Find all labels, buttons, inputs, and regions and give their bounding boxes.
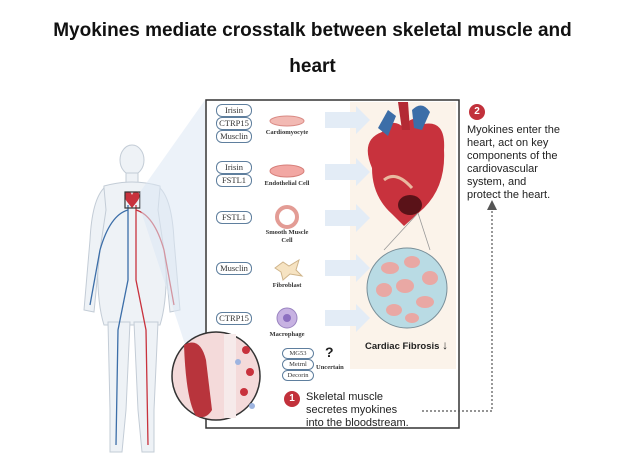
myokine-metrnl: Metrnl: [282, 359, 314, 370]
myokine-ctrp15-cardiomyocyte: CTRP15: [216, 117, 252, 130]
cell-label-endothelial: Endothelial Cell: [264, 180, 310, 187]
step-1-text: Skeletal muscle secretes myokines into t…: [306, 391, 409, 430]
cell-label-smooth-muscle: Smooth Muscle Cell: [265, 229, 309, 244]
myokine-musclin-cardiomyocyte: Musclin: [216, 130, 252, 143]
cardiomyocyte-icon: [269, 115, 305, 127]
step-2-text: Myokines enter the heart, act on key com…: [467, 124, 560, 202]
uncertain-question-mark: ?: [325, 344, 334, 360]
diagram-title-line-2: heart: [289, 56, 336, 77]
myokine-mg53: MG53: [282, 348, 314, 359]
step-1-line-1: Skeletal muscle: [306, 391, 384, 403]
step-2-line-5: system, and: [467, 176, 527, 188]
myokine-musclin-fibroblast: Musclin: [216, 262, 252, 275]
cell-label-macrophage: Macrophage: [269, 331, 305, 338]
step-1-line-2: secretes myokines: [306, 404, 398, 416]
myokine-decorin: Decorin: [282, 370, 314, 381]
step-2-line-1: Myokines enter the: [467, 124, 560, 136]
heart-illustration: [367, 102, 445, 226]
cell-label-cardiomyocyte: Cardiomyocyte: [265, 129, 309, 136]
smooth-muscle-cell-icon: [275, 205, 299, 229]
myokine-fstl1-smooth-muscle: FSTL1: [216, 211, 252, 224]
step-2-line-2: heart, act on key: [467, 137, 549, 149]
uncertain-label: Uncertain: [316, 364, 344, 371]
myokine-ctrp15-macrophage: CTRP15: [216, 312, 252, 325]
step-1-line-3: into the bloodstream.: [306, 417, 409, 429]
body-heart-icon: [124, 191, 140, 208]
fibrotic-tissue-illustration: [366, 247, 448, 329]
diagram-title-line-1: Myokines mediate crosstalk between skele…: [53, 20, 572, 41]
zoom-lines: [383, 212, 431, 251]
step-2-line-3: components of the: [467, 150, 558, 162]
step-2-line-4: cardiovascular: [467, 163, 538, 175]
decrease-arrow-icon: ↓: [442, 338, 449, 352]
myokine-fstl1-endothelial: FSTL1: [216, 174, 252, 187]
dotted-connector: [422, 203, 493, 412]
myokine-irisin-endothelial: Irisin: [216, 161, 252, 174]
step-2-badge: 2: [469, 104, 485, 120]
fibroblast-icon: [274, 258, 304, 281]
muscle-magnifier: [171, 331, 261, 421]
myokine-irisin-cardiomyocyte: Irisin: [216, 104, 252, 117]
cell-label-fibroblast: Fibroblast: [272, 282, 302, 289]
cell-to-heart-arrows: [325, 106, 370, 332]
cardiac-fibrosis-label: Cardiac Fibrosis ↓: [365, 338, 448, 352]
cardiac-fibrosis-text: Cardiac Fibrosis: [365, 341, 440, 352]
step-1-badge: 1: [284, 391, 300, 407]
connector-arrowhead: [487, 200, 497, 210]
macrophage-nucleus-icon: [283, 314, 291, 322]
zoom-projection: [140, 100, 205, 405]
step-2-line-6: protect the heart.: [467, 189, 551, 201]
endothelial-cell-icon: [269, 164, 305, 178]
